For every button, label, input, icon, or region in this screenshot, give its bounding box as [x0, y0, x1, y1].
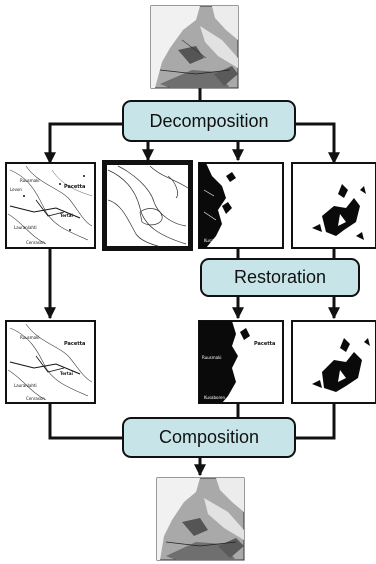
map-label-c: Tertai [60, 213, 73, 218]
map-label-c: Tertai [60, 371, 73, 376]
map-label-b: Ruusmaki [202, 355, 222, 360]
map-label-f: Cenrason [26, 396, 45, 401]
map-label-d: Levon [10, 187, 22, 192]
map-label-e: Lauranlahti [14, 225, 37, 230]
water-layer-map [198, 162, 284, 249]
map-label-f: Cenrason [26, 240, 45, 245]
map-label-g: Kusaboren [204, 395, 226, 400]
decomposition-box: Decomposition [122, 100, 296, 142]
map-label-a: Pacetta [64, 341, 86, 347]
connector-lines [44, 88, 340, 477]
field-layer-map [291, 162, 376, 249]
map-label-g: Kusaboren [204, 238, 226, 243]
map-label-e: Lauranlahti [14, 383, 37, 388]
output-gray-map [156, 477, 245, 561]
map-label-b: Ruusmaki [20, 178, 40, 183]
text-layer-map [5, 162, 96, 249]
restoration-label: Restoration [233, 267, 327, 287]
composition-box: Composition [122, 417, 296, 458]
map-label-b: Ruusmaki [20, 335, 40, 340]
decomposition-label: Decomposition [149, 110, 269, 131]
restored-field-layer-map [291, 320, 376, 404]
contour-layer-map [102, 160, 193, 251]
restored-text-layer-map [5, 320, 96, 404]
input-gray-map [150, 5, 239, 89]
restoration-box: Restoration [200, 258, 360, 297]
map-label-a: Pacetta [254, 341, 276, 347]
map-label-a: Pacetta [64, 184, 86, 190]
restored-water-layer-map [198, 320, 284, 404]
composition-label: Composition [158, 427, 260, 447]
